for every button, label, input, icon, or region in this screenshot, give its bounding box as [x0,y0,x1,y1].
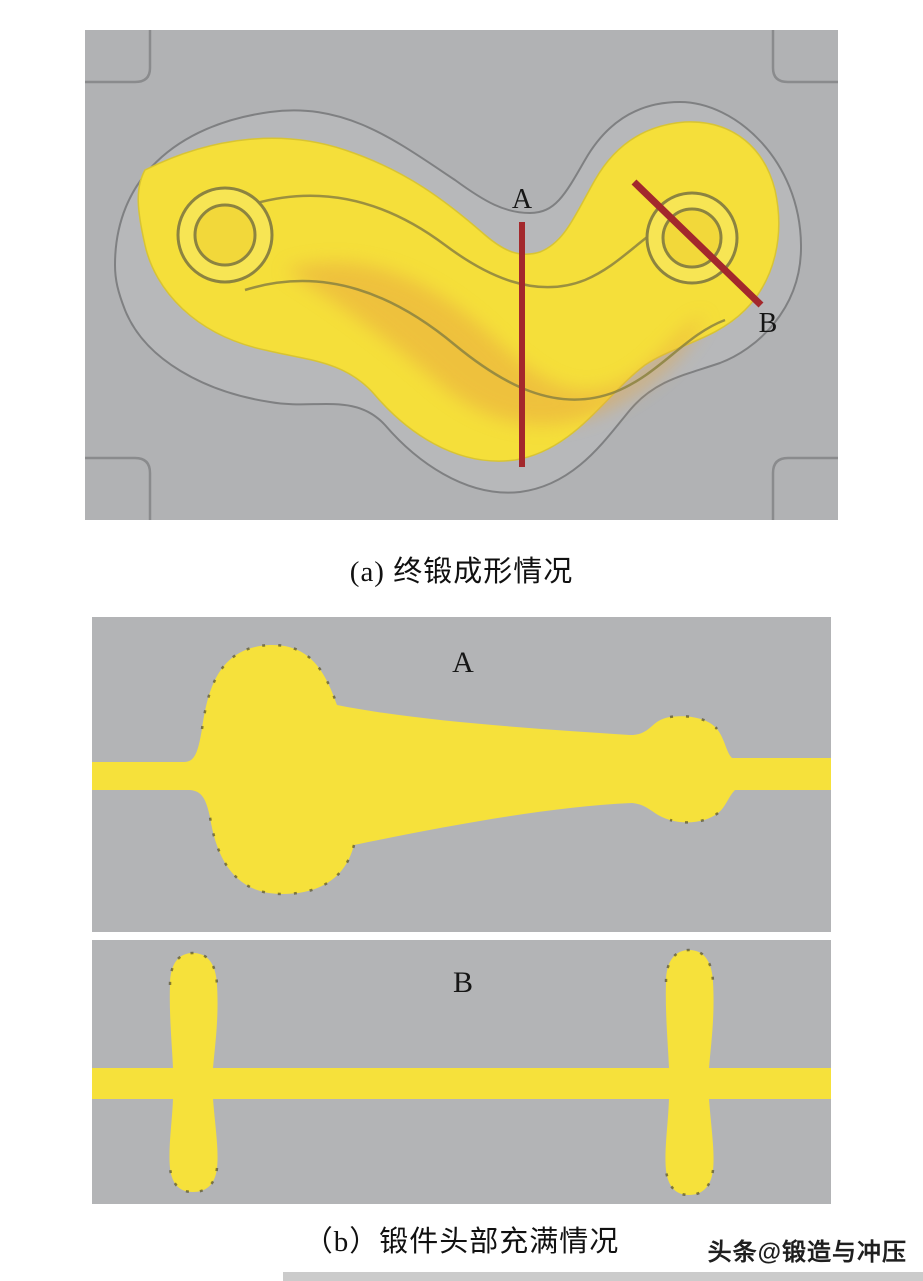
part-contour-lines [234,194,726,401]
section-b-left-rib [169,953,218,1192]
section-a-material [92,644,831,894]
section-b-label: B [453,966,473,999]
section-b-graphic: B [92,940,831,1204]
section-line-b-label: B [759,308,778,339]
section-a-panel: A [92,617,831,932]
section-b-edge-speckles [168,948,715,1197]
bottom-strip [283,1272,923,1281]
caption-b: （b）锻件头部充满情况 [303,1226,620,1258]
left-boss [176,186,274,284]
caption-a: (a) 终锻成形情况 [349,556,574,588]
section-b-panel: B [92,940,831,1204]
final-forging-panel: A B [85,30,838,520]
section-b-right-rib [665,950,714,1195]
section-line-a-label: A [512,184,533,215]
watermark: 头条@锻造与冲压 [707,1239,907,1266]
section-line-b [631,179,764,308]
forging-yellow-body [137,121,780,462]
section-a-label: A [452,646,474,679]
section-a-graphic: A [92,617,831,932]
final-forging-graphic: A B [85,30,838,520]
die-corner-marks [85,30,838,520]
